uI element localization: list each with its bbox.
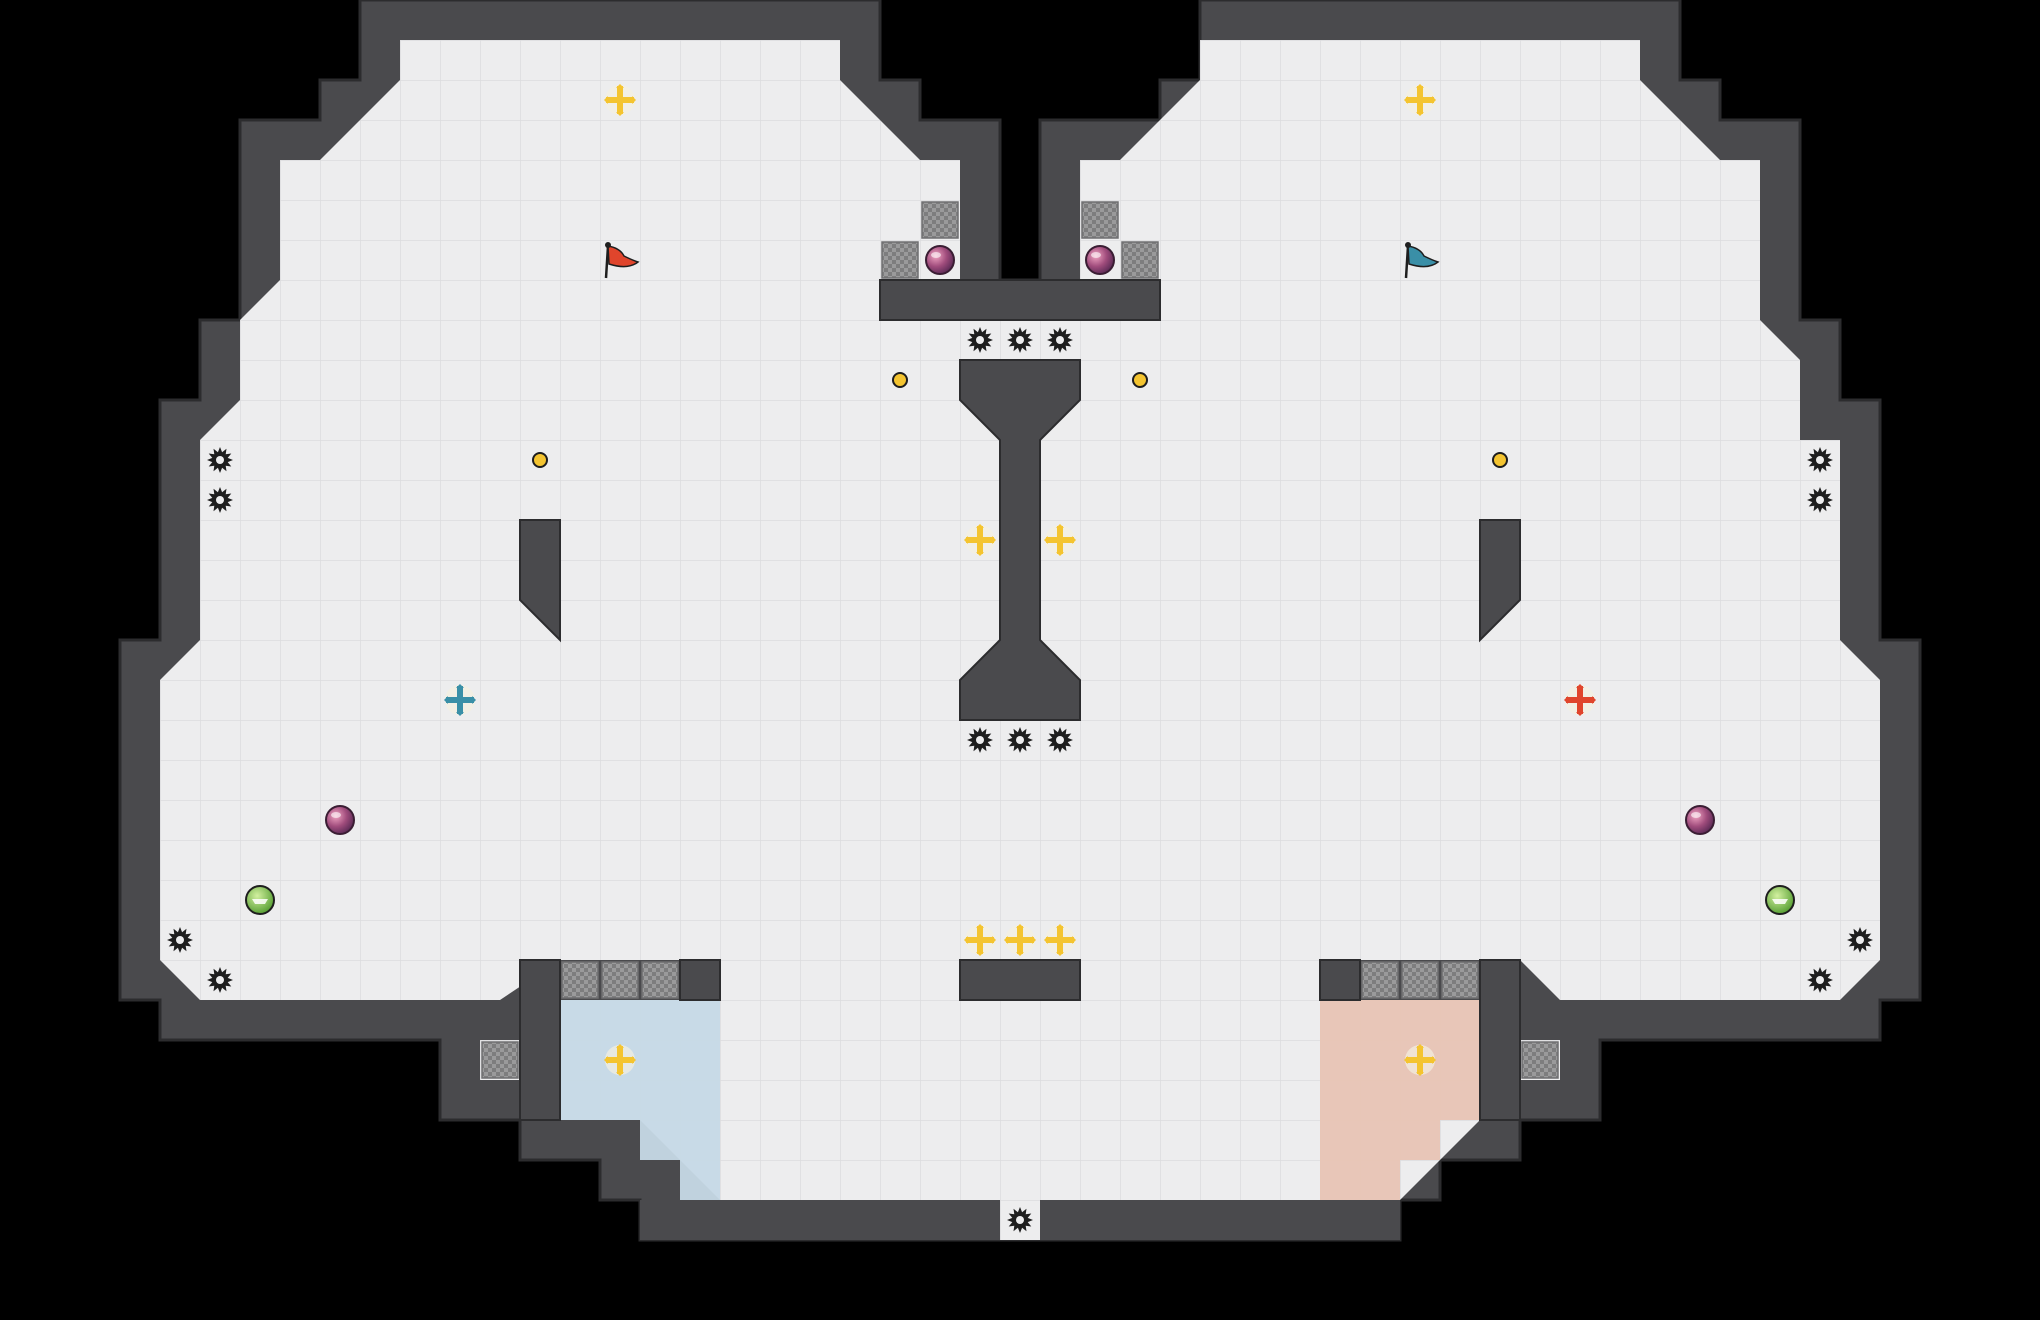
obstacles (519, 279, 1521, 1240)
boost-icon (1404, 1044, 1436, 1076)
gate-tile (641, 961, 679, 999)
spike-icon (1847, 927, 1873, 953)
bomb-icon (925, 245, 955, 275)
button-icon[interactable] (1492, 452, 1508, 468)
team-zones (560, 1000, 1480, 1200)
button-icon[interactable] (532, 452, 548, 468)
bomb-icon (1685, 805, 1715, 835)
red-flag-icon (604, 242, 640, 279)
gate-tile (1441, 961, 1479, 999)
boost-icon (964, 924, 996, 956)
bomb-icon (1085, 245, 1115, 275)
boost-icon (1004, 924, 1036, 956)
gate-tile (881, 241, 919, 279)
boost-icon (1404, 84, 1436, 116)
red-boost-icon (1564, 684, 1596, 716)
jukejuice-icon (245, 885, 275, 915)
spike-icon (1807, 447, 1833, 473)
boost-icon (1044, 924, 1076, 956)
spike-icon (1807, 487, 1833, 513)
button-icon[interactable] (1132, 372, 1148, 388)
blue-boost-icon (444, 684, 476, 716)
gate-tile (561, 961, 599, 999)
red-endzone (1320, 1000, 1480, 1200)
spike-icon (1807, 967, 1833, 993)
entities (167, 84, 1873, 1233)
spike-icon (1047, 327, 1073, 353)
spike-icon (207, 447, 233, 473)
button-icon[interactable] (892, 372, 908, 388)
gate-tile (1361, 961, 1399, 999)
spike-icon (1047, 727, 1073, 753)
gate-tile (1401, 961, 1439, 999)
gates (481, 201, 1559, 1079)
blue-flag-icon (1404, 242, 1440, 279)
spike-icon (207, 487, 233, 513)
spike-icon (1007, 327, 1033, 353)
gate-tile (1081, 201, 1119, 239)
bomb-icon (325, 805, 355, 835)
gate-tile (481, 1041, 519, 1079)
spike-icon (207, 967, 233, 993)
boost-icon (604, 84, 636, 116)
gate-tile (921, 201, 959, 239)
gate-tile (1521, 1041, 1559, 1079)
blue-endzone (560, 1000, 720, 1200)
boost-icon (964, 524, 996, 556)
boost-icon (604, 1044, 636, 1076)
spike-icon (1007, 727, 1033, 753)
spike-icon (1007, 1207, 1033, 1233)
boost-icon (1044, 524, 1076, 556)
spike-icon (967, 727, 993, 753)
jukejuice-icon (1765, 885, 1795, 915)
spike-icon (167, 927, 193, 953)
spike-icon (967, 327, 993, 353)
gate-tile (1121, 241, 1159, 279)
gate-tile (601, 961, 639, 999)
